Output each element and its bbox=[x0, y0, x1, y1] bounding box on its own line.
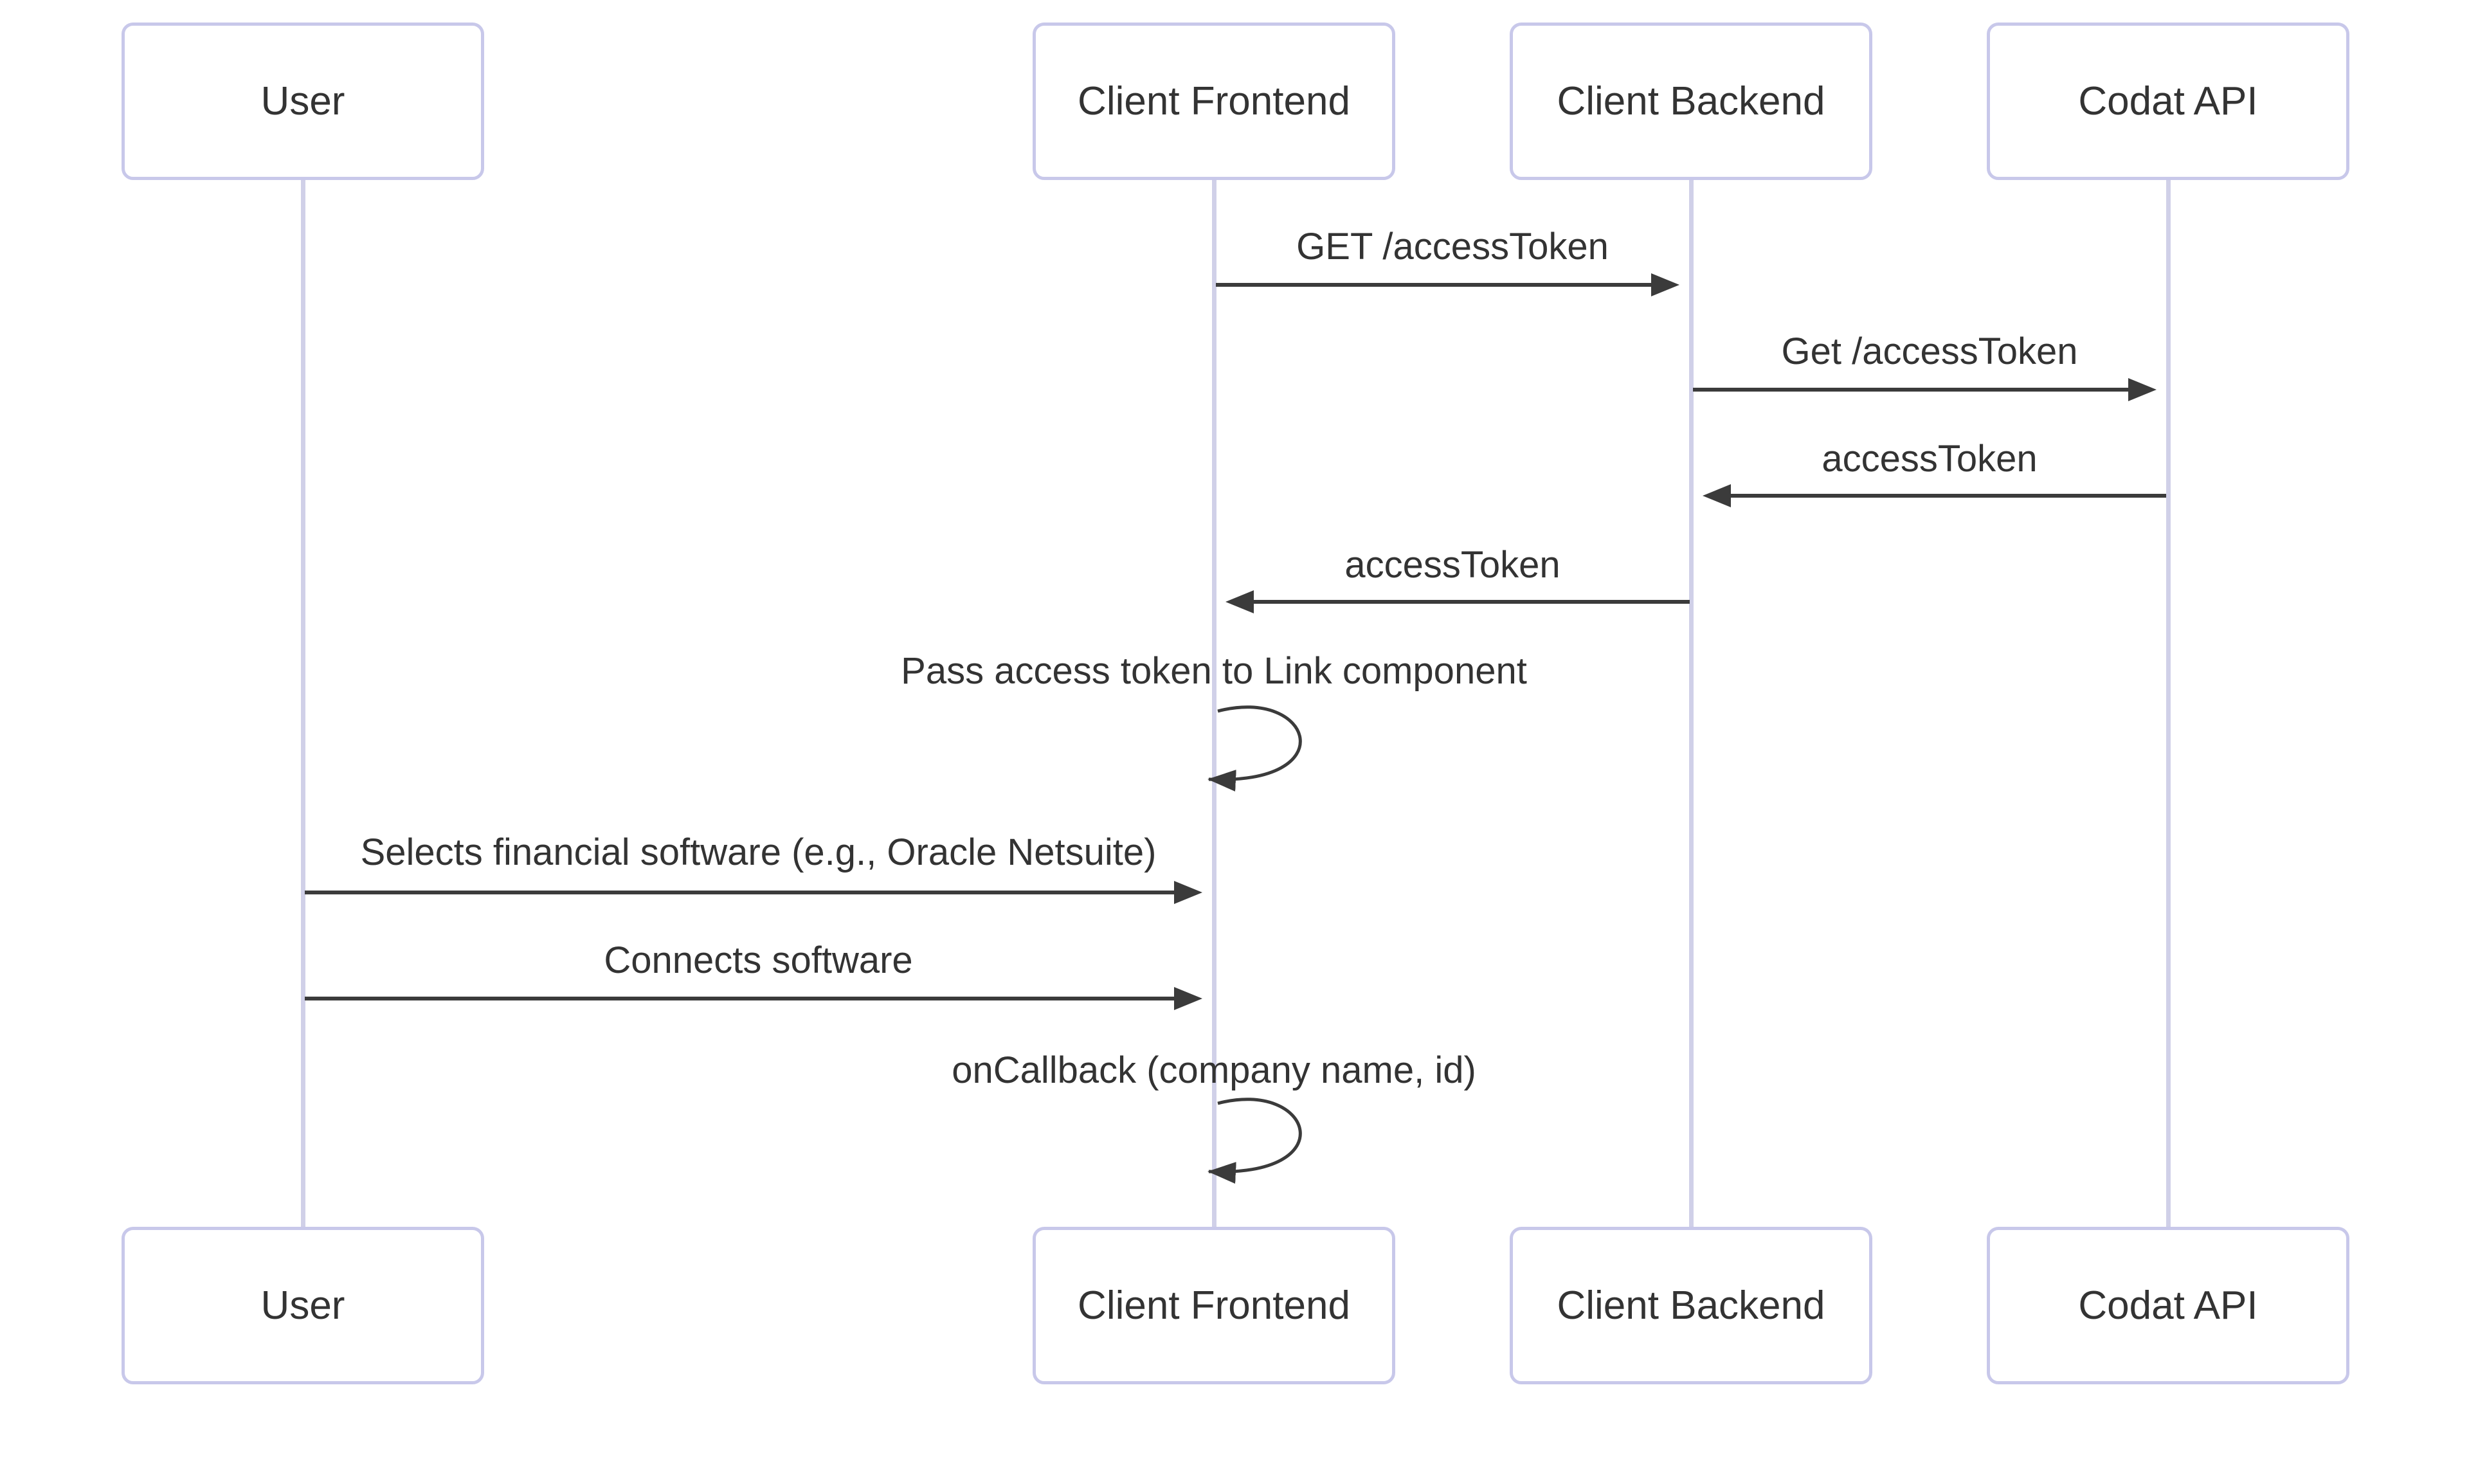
actor-top-user: User bbox=[122, 23, 484, 180]
message-label: Connects software bbox=[604, 939, 913, 981]
actor-label: User bbox=[260, 1283, 345, 1328]
actor-bottom-codat-api: Codat API bbox=[1987, 1227, 2349, 1384]
arrowhead-right-icon bbox=[1174, 881, 1202, 904]
actor-top-client-backend: Client Backend bbox=[1510, 23, 1872, 180]
actor-top-codat-api: Codat API bbox=[1987, 23, 2349, 180]
message-arrow-line bbox=[1216, 283, 1652, 287]
actor-label: User bbox=[260, 79, 345, 123]
message-arrow-line bbox=[1730, 494, 2166, 498]
actor-bottom-client-backend: Client Backend bbox=[1510, 1227, 1872, 1384]
message-label: Get /accessToken bbox=[1781, 330, 2078, 372]
message-label: GET /accessToken bbox=[1296, 226, 1609, 267]
lifeline-codat-api bbox=[2166, 180, 2171, 1227]
self-loop-arrow bbox=[1207, 705, 1302, 792]
actor-top-client-frontend: Client Frontend bbox=[1033, 23, 1395, 180]
message-label: onCallback (company name, id) bbox=[952, 1049, 1476, 1091]
actor-label: Client Backend bbox=[1557, 1283, 1825, 1328]
arrowhead-right-icon bbox=[2128, 378, 2157, 401]
message-arrow-line bbox=[305, 997, 1175, 1000]
message-label: Pass access token to Link component bbox=[901, 650, 1527, 692]
lifeline-user bbox=[301, 180, 305, 1227]
self-loop-arrow bbox=[1207, 1098, 1302, 1184]
actor-label: Codat API bbox=[2078, 1283, 2258, 1328]
message-arrow-line bbox=[305, 891, 1175, 894]
arrowhead-right-icon bbox=[1174, 987, 1202, 1010]
actor-bottom-client-frontend: Client Frontend bbox=[1033, 1227, 1395, 1384]
message-label: Selects financial software (e.g., Oracle… bbox=[360, 831, 1157, 873]
arrowhead-left-icon bbox=[1225, 590, 1254, 613]
arrowhead-right-icon bbox=[1651, 273, 1679, 296]
actor-label: Codat API bbox=[2078, 79, 2258, 123]
message-label: accessToken bbox=[1822, 438, 2038, 480]
actor-bottom-user: User bbox=[122, 1227, 484, 1384]
message-arrow-line bbox=[1693, 388, 2130, 392]
lifeline-client-frontend bbox=[1212, 180, 1216, 1227]
message-label: accessToken bbox=[1344, 544, 1560, 586]
actor-label: Client Frontend bbox=[1078, 1283, 1350, 1328]
arrowhead-left-icon bbox=[1703, 484, 1731, 507]
lifeline-client-backend bbox=[1689, 180, 1694, 1227]
actor-label: Client Frontend bbox=[1078, 79, 1350, 123]
actor-label: Client Backend bbox=[1557, 79, 1825, 123]
message-arrow-line bbox=[1253, 600, 1690, 604]
